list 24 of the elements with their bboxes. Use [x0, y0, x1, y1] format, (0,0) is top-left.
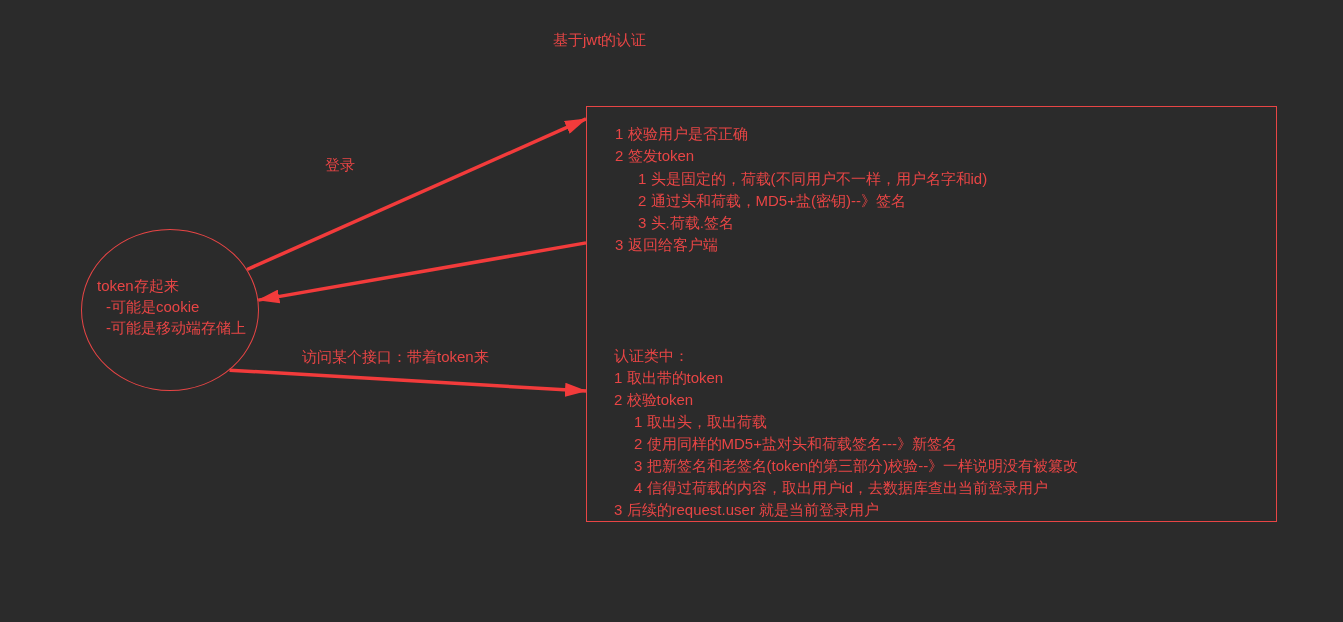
edge-label: 登录: [323, 155, 357, 175]
note-text: -可能是移动端存储上: [106, 318, 246, 338]
diagram-title: 基于jwt的认证: [553, 30, 647, 50]
edge-label: 访问某个接口：带着token来: [300, 347, 491, 367]
step-text: 3 后续的request.user 就是当前登录用户: [614, 500, 880, 520]
note-text: token存起来: [97, 276, 179, 296]
step-text: 2 使用同样的MD5+盐对头和荷载签名---》新签名: [634, 434, 957, 454]
step-text: 1 取出带的token: [614, 368, 724, 388]
step-text: 1 校验用户是否正确: [615, 124, 748, 144]
step-text: 2 签发token: [615, 146, 695, 166]
step-text: 3 把新签名和老签名(token的第三部分)校验--》一样说明没有被篡改: [634, 456, 1079, 476]
step-text: 2 通过头和荷载，MD5+盐(密钥)--》签名: [638, 191, 906, 211]
step-text: 3 头.荷载.签名: [638, 213, 734, 233]
step-text: 4 信得过荷载的内容，取出用户id，去数据库查出当前登录用户: [634, 478, 1049, 498]
arrow: [257, 241, 587, 304]
step-text: 3 返回给客户端: [615, 235, 718, 255]
arrow: [246, 117, 587, 272]
step-text: 认证类中：: [614, 346, 689, 366]
step-text: 1 取出头，取出荷载: [634, 412, 767, 432]
step-text: 2 校验token: [614, 390, 694, 410]
text-box: [586, 106, 1277, 522]
note-text: -可能是cookie: [106, 297, 200, 317]
step-text: 1 头是固定的，荷载(不同用户不一样，用户名字和id): [638, 169, 988, 189]
arrow: [229, 368, 587, 397]
